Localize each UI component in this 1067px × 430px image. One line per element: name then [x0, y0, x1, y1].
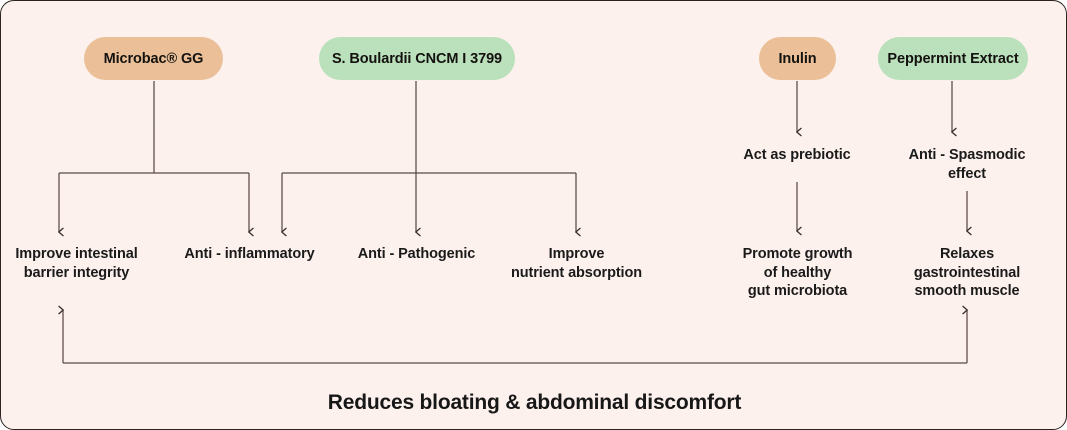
effect-promote-growth-microbiota: Promote growth of healthy gut microbiota — [742, 246, 853, 300]
effect-act-as-prebiotic: Act as prebiotic — [743, 147, 851, 163]
effect-anti-pathogenic: Anti - Pathogenic — [357, 246, 476, 262]
ingredient-pill-peppermint[interactable]: Peppermint Extract — [878, 37, 1028, 80]
effect-anti-spasmodic: Anti - Spasmodic effect — [908, 147, 1026, 182]
effect-anti-inflammatory: Anti - inflammatory — [184, 246, 315, 262]
effect-improve-barrier-integrity: Improve intestinal barrier integrity — [15, 246, 138, 281]
conclusion-statement: Reduces bloating & abdominal discomfort — [327, 391, 742, 414]
effect-relaxes-gi-smooth-muscle: Relaxes gastrointestinal smooth muscle — [913, 246, 1021, 300]
effect-improve-nutrient-absorption: Improve nutrient absorption — [510, 246, 642, 281]
ingredient-pill-microbac[interactable]: Microbac® GG — [84, 37, 223, 80]
ingredient-pill-boulardii[interactable]: S. Boulardii CNCM I 3799 — [319, 37, 515, 80]
ingredient-pill-inulin[interactable]: Inulin — [759, 37, 836, 80]
